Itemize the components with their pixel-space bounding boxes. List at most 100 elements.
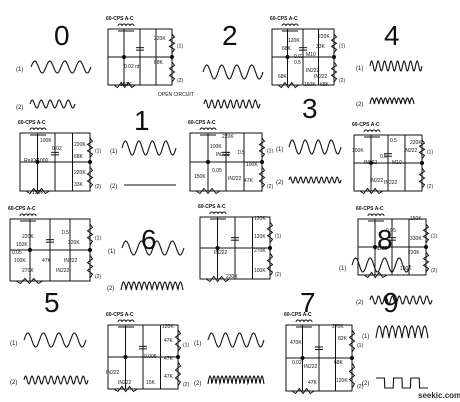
digit-2: 2 <box>222 20 238 51</box>
component-label: 68K <box>282 46 292 52</box>
output-marker-2: (2) <box>183 382 189 388</box>
component-label: 150K <box>16 242 28 248</box>
output-marker-1: (1) <box>275 234 281 240</box>
component-label: 270K <box>332 324 344 330</box>
component-label: 0.5 <box>238 150 245 156</box>
resistor <box>291 387 315 395</box>
digit-7: 7 <box>300 287 316 318</box>
trace-label-6-1: (1) <box>108 249 115 255</box>
component-label: 100K <box>400 266 412 272</box>
trace-label-0-1: (1) <box>16 67 23 73</box>
transformer <box>19 213 37 217</box>
output-marker-1: (1) <box>95 236 101 242</box>
output-marker-2: (2) <box>339 78 345 84</box>
component-label: IN222 <box>214 250 228 256</box>
resistor <box>277 81 299 89</box>
resistor <box>422 251 430 273</box>
resistor <box>113 81 136 89</box>
component-label: 0.5 <box>62 230 69 236</box>
junction <box>300 355 305 361</box>
component-label: 120K <box>288 38 300 44</box>
junction <box>175 354 181 360</box>
resistor <box>25 187 50 195</box>
component-label: 100K <box>210 144 222 150</box>
trace-4-2 <box>369 97 415 105</box>
trace-3-2 <box>288 176 342 184</box>
component-label: IN222 <box>314 74 328 80</box>
junction <box>419 160 425 166</box>
resistor <box>348 362 356 389</box>
trace-label-4-1: (1) <box>356 66 363 72</box>
resistor <box>15 277 43 285</box>
component-label: 220K <box>68 240 80 246</box>
trace-9-2 <box>376 377 428 389</box>
component-label: 220K <box>408 250 420 256</box>
trace-label-3-1: (1) <box>276 147 283 153</box>
component-label: 68K <box>74 154 84 160</box>
trace-6-1 <box>121 240 185 256</box>
component-label: IN222 <box>306 68 320 74</box>
resistor <box>195 187 221 195</box>
component-label: 150K <box>120 82 132 88</box>
resistor <box>422 223 430 243</box>
component-label: 270K <box>254 248 266 254</box>
trace-2-1 <box>202 64 264 80</box>
component-label: IN222 <box>304 364 318 370</box>
circuit-c7 <box>107 319 182 393</box>
resistor <box>86 254 94 279</box>
resistor <box>205 275 230 283</box>
component-label: 270K <box>22 268 34 274</box>
component-label: 68K <box>334 360 344 366</box>
resistor <box>113 385 138 393</box>
trace-label-0-2: (2) <box>16 105 23 111</box>
transformer <box>199 127 217 131</box>
trace-0-1 <box>30 60 92 74</box>
trace-1-1 <box>121 140 177 156</box>
source-label: 60-CPS A-C <box>356 206 384 212</box>
trace-8-2 <box>369 295 433 305</box>
output-marker-1: (1) <box>95 148 101 154</box>
transformer <box>209 211 227 215</box>
source-label: 60-CPS A-C <box>8 206 36 212</box>
resistor <box>348 329 356 353</box>
component-label: 15K <box>146 380 156 386</box>
output-marker-2: (2) <box>275 272 281 278</box>
trace-9-1 <box>375 325 429 339</box>
component-label: 0.05 <box>386 228 396 234</box>
source-label: 60-CPS A-C <box>198 204 226 210</box>
component-label: 100K <box>246 162 258 168</box>
output-marker-1: (1) <box>427 150 433 156</box>
circuit-c2 <box>271 23 338 89</box>
component-label: 47K <box>164 374 174 380</box>
output-marker-1: (1) <box>177 44 183 50</box>
junction <box>285 54 290 60</box>
junction <box>35 159 40 165</box>
component-label: 220K <box>74 170 86 176</box>
junction <box>27 247 33 253</box>
component-label: 82K <box>338 336 348 342</box>
circuit-c8 <box>357 213 430 279</box>
component-label: 0.02 <box>292 360 302 366</box>
component-label: IN222 <box>384 180 398 186</box>
component-label: IN222 <box>404 148 418 154</box>
output-marker-2: (2) <box>357 384 363 390</box>
component-label: 0.5 <box>294 60 301 66</box>
component-label: 47K <box>308 380 318 386</box>
source-label: 60-CPS A-C <box>270 16 298 22</box>
output-marker-1: (1) <box>357 343 363 349</box>
component-label: 0.5 <box>390 138 397 144</box>
component-label: 220K <box>154 36 166 42</box>
trace-label-6-2: (2) <box>107 286 114 292</box>
component-label: 47K <box>164 356 174 362</box>
output-marker-1: (1) <box>431 234 437 240</box>
transformer <box>295 319 313 323</box>
trace-2-2 <box>203 99 261 109</box>
resistor <box>359 187 383 195</box>
component-label: 0.02 <box>52 146 62 152</box>
component-label: 220K <box>410 140 422 146</box>
junction <box>169 54 175 60</box>
junction <box>372 244 378 250</box>
component-label: 0.02 nt <box>124 64 140 70</box>
component-label: 0.5 <box>380 154 387 160</box>
